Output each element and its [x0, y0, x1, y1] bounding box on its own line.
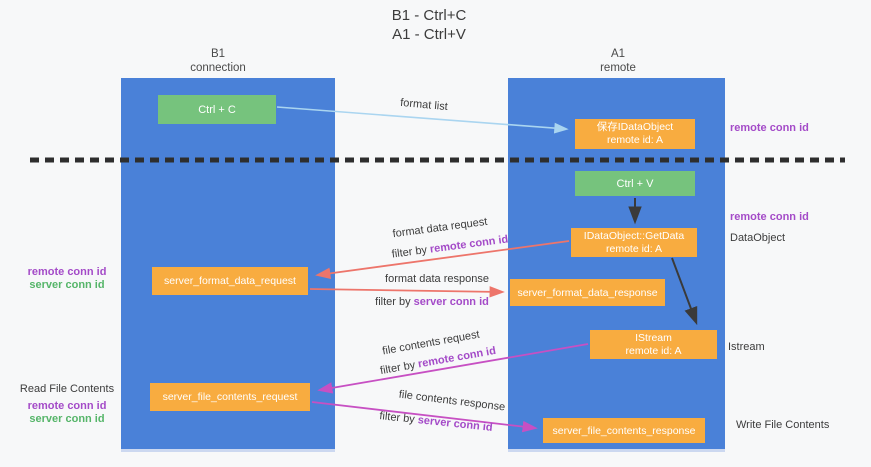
- lane-header-b1: B1 connection: [148, 48, 288, 75]
- node-server-file-contents-response: server_file_contents_response: [543, 418, 705, 443]
- node-istream: IStream remote id: A: [590, 330, 717, 359]
- node-server-format-data-request: server_format_data_request: [152, 267, 308, 295]
- filter-by-text: filter by: [375, 296, 414, 308]
- annotation-remote-conn-id-left-2: remote conn id: [27, 400, 107, 412]
- annotation-remote-conn-id-mid: remote conn id: [730, 211, 809, 223]
- arrow-format-list: [276, 106, 569, 134]
- annotation-server-conn-id-left: server conn id: [29, 279, 105, 291]
- diagram-title: B1 - Ctrl+C A1 - Ctrl+V: [329, 6, 529, 44]
- server-conn-id-text: server conn id: [413, 296, 489, 308]
- lane-a1-name: A1: [610, 48, 626, 60]
- node-istream-title: IStream: [635, 331, 672, 344]
- lane-b1-name: B1: [210, 48, 226, 60]
- node-server-file-contents-request: server_file_contents_request: [150, 383, 310, 411]
- annotation-read-file-contents: Read File Contents: [19, 383, 115, 395]
- arrow-format-data-response: [309, 286, 505, 298]
- annotation-dataobject: DataObject: [730, 232, 786, 244]
- annotation-remote-conn-id-left: remote conn id: [27, 266, 107, 278]
- label-filter-server-1: filter by server conn id: [375, 296, 489, 308]
- title-line-1: B1 - Ctrl+C: [391, 7, 467, 24]
- node-save-idataobject-remote-id: remote id: A: [606, 134, 664, 146]
- arrow-file-contents-request: [317, 343, 589, 394]
- annotation-format-conn-ids: remote conn id server conn id: [8, 266, 126, 292]
- annotation-remote-conn-id-top: remote conn id: [730, 122, 809, 134]
- node-server-format-data-response: server_format_data_response: [510, 279, 665, 306]
- node-save-idataobject-title: 保存IDataObject: [596, 121, 674, 133]
- arrow-getdata-to-istream: [671, 257, 698, 326]
- node-ctrl-v: Ctrl + V: [575, 171, 695, 196]
- arrow-format-data-request: [315, 240, 570, 280]
- annotation-read-file-contents-group: Read File Contents remote conn id server…: [8, 383, 126, 426]
- node-idataobject-getdata: IDataObject::GetData remote id: A: [571, 228, 697, 257]
- annotation-write-file-contents: Write File Contents: [736, 419, 830, 431]
- node-ctrl-c: Ctrl + C: [158, 95, 276, 124]
- lane-a1-subtitle: remote: [600, 61, 636, 74]
- label-format-data-response: format data response: [385, 273, 489, 285]
- lane-b1-subtitle: connection: [190, 61, 246, 74]
- node-save-idataobject: 保存IDataObject remote id: A: [575, 119, 695, 149]
- arrow-file-contents-response: [311, 401, 538, 433]
- node-istream-remote-id: remote id: A: [625, 344, 682, 357]
- node-getdata-remote-id: remote id: A: [605, 242, 663, 255]
- annotation-server-conn-id-left-2: server conn id: [29, 413, 105, 425]
- title-line-2: A1 - Ctrl+V: [392, 26, 466, 43]
- annotation-istream: Istream: [728, 341, 765, 353]
- node-getdata-title: IDataObject::GetData: [583, 229, 685, 242]
- lane-header-a1: A1 remote: [548, 48, 688, 75]
